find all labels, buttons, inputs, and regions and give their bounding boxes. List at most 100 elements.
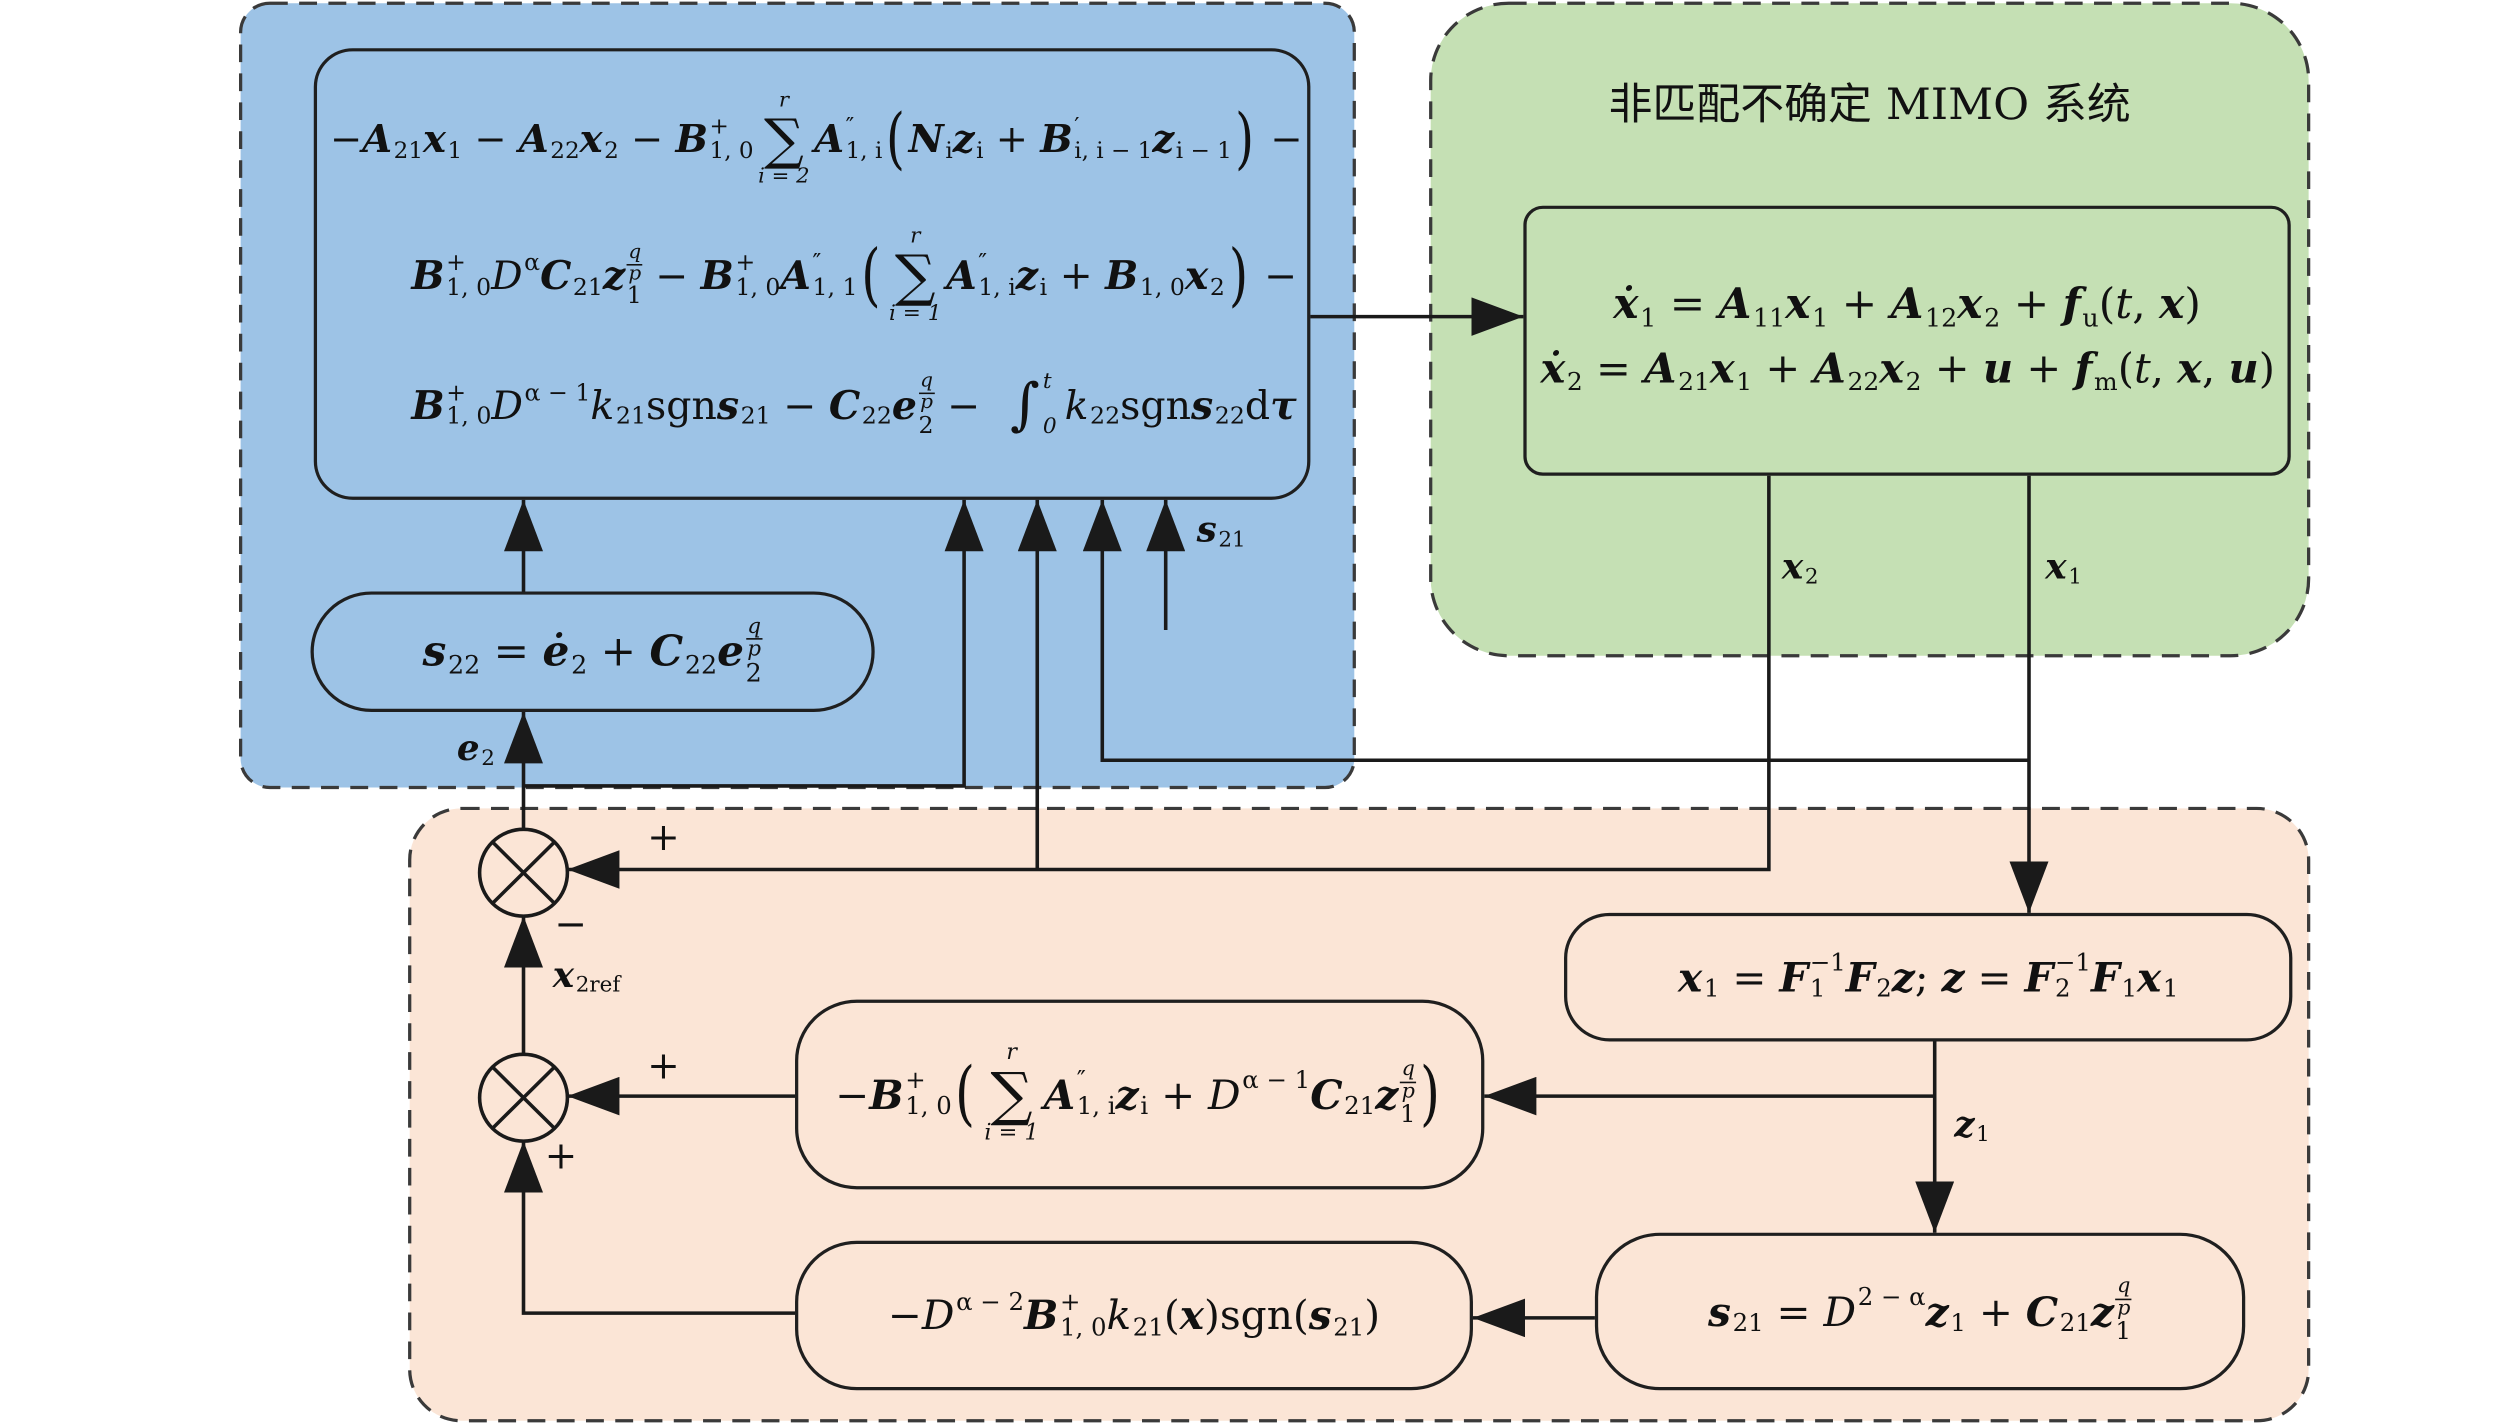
- subscript: 2: [1984, 303, 2001, 333]
- equation-term: −: [619, 121, 676, 159]
- equation-term: ): [1416, 1053, 1444, 1136]
- term-scripts: i: [976, 116, 983, 164]
- term-scripts: 21: [1333, 1290, 1364, 1341]
- term-scripts: 1: [1976, 1103, 1990, 1148]
- subscript: 21: [572, 273, 603, 302]
- reference-generator-region: [408, 806, 2311, 1423]
- term-symbol: x: [2176, 345, 2202, 394]
- subscript: 1, 1: [812, 273, 858, 302]
- term-symbol: B: [1040, 117, 1073, 162]
- term-scripts: ″1, i: [846, 115, 883, 164]
- term-symbol: x: [1179, 1292, 1204, 1339]
- term-symbol: ): [1420, 1053, 1441, 1136]
- term-symbol: =: [1964, 953, 2025, 1001]
- superscript: α − 1: [1242, 1065, 1311, 1095]
- term-symbol: −: [462, 117, 519, 162]
- equation-term: z: [1942, 957, 1965, 997]
- equation-term: =: [1582, 349, 1643, 390]
- term-symbol: x: [1781, 546, 1804, 589]
- superscript: +: [709, 112, 729, 141]
- term-symbol: x: [2136, 953, 2162, 1001]
- term-symbol: (: [1163, 1292, 1180, 1339]
- equation-term: d: [1245, 386, 1270, 425]
- subscript: 1: [626, 281, 642, 310]
- term-symbol: z: [952, 117, 975, 162]
- term-symbol: −: [770, 382, 829, 428]
- subscript: 2: [571, 650, 588, 680]
- term-symbol: x: [552, 954, 575, 997]
- equation-term: +: [2012, 349, 2073, 390]
- subscript: 1: [1640, 303, 1657, 333]
- term-symbol: B: [869, 1071, 904, 1118]
- term-scripts: 2: [1210, 252, 1225, 301]
- term-symbol: sgn: [1120, 382, 1192, 428]
- term-symbol: D: [921, 1292, 955, 1339]
- term-symbol: x: [1957, 281, 1983, 330]
- term-symbol: −: [1258, 117, 1303, 162]
- subscript: 1, 0: [905, 1091, 952, 1121]
- equation-term: (: [882, 100, 908, 179]
- term-scripts: α: [524, 251, 540, 301]
- subscript: u: [2082, 303, 2099, 333]
- subscript: i: [1039, 273, 1048, 302]
- term-symbol: (: [886, 100, 905, 179]
- subscript: 22: [550, 136, 580, 165]
- term-symbol: z: [1891, 953, 1915, 1001]
- term-symbol: A: [518, 117, 549, 162]
- term-symbol: k: [1064, 382, 1089, 428]
- term-scripts: i − 1: [1176, 116, 1232, 164]
- term-symbol: (: [2098, 281, 2116, 330]
- subscript: i − 1: [1175, 136, 1232, 165]
- subscript: 2ref: [575, 973, 621, 999]
- term-symbol: B: [1105, 253, 1139, 299]
- junction-1-plus-sign: +: [647, 814, 680, 860]
- subscript: 2: [1804, 565, 1819, 590]
- term-symbol: k: [1106, 1292, 1132, 1339]
- term-symbol: ): [2184, 281, 2201, 330]
- equation-term: ,: [2150, 349, 2176, 390]
- fraction-denominator: p: [628, 261, 642, 286]
- term-symbol: t: [2115, 281, 2133, 330]
- term-scripts: 1, 0: [1140, 252, 1185, 301]
- lower-limit: 0: [1042, 413, 1057, 439]
- term-scripts: 1: [1640, 279, 1656, 332]
- term-scripts: 22: [1215, 380, 1245, 429]
- equation-term: A″1, i: [1044, 1068, 1116, 1120]
- superscript: −1: [2054, 948, 2091, 978]
- subscript: 1: [1976, 1123, 1990, 1148]
- subscript: 21: [1344, 1091, 1376, 1121]
- equation-term: =: [1719, 957, 1779, 997]
- term-scripts: +1, 0: [709, 112, 754, 164]
- term-scripts: 2: [1876, 952, 1892, 1003]
